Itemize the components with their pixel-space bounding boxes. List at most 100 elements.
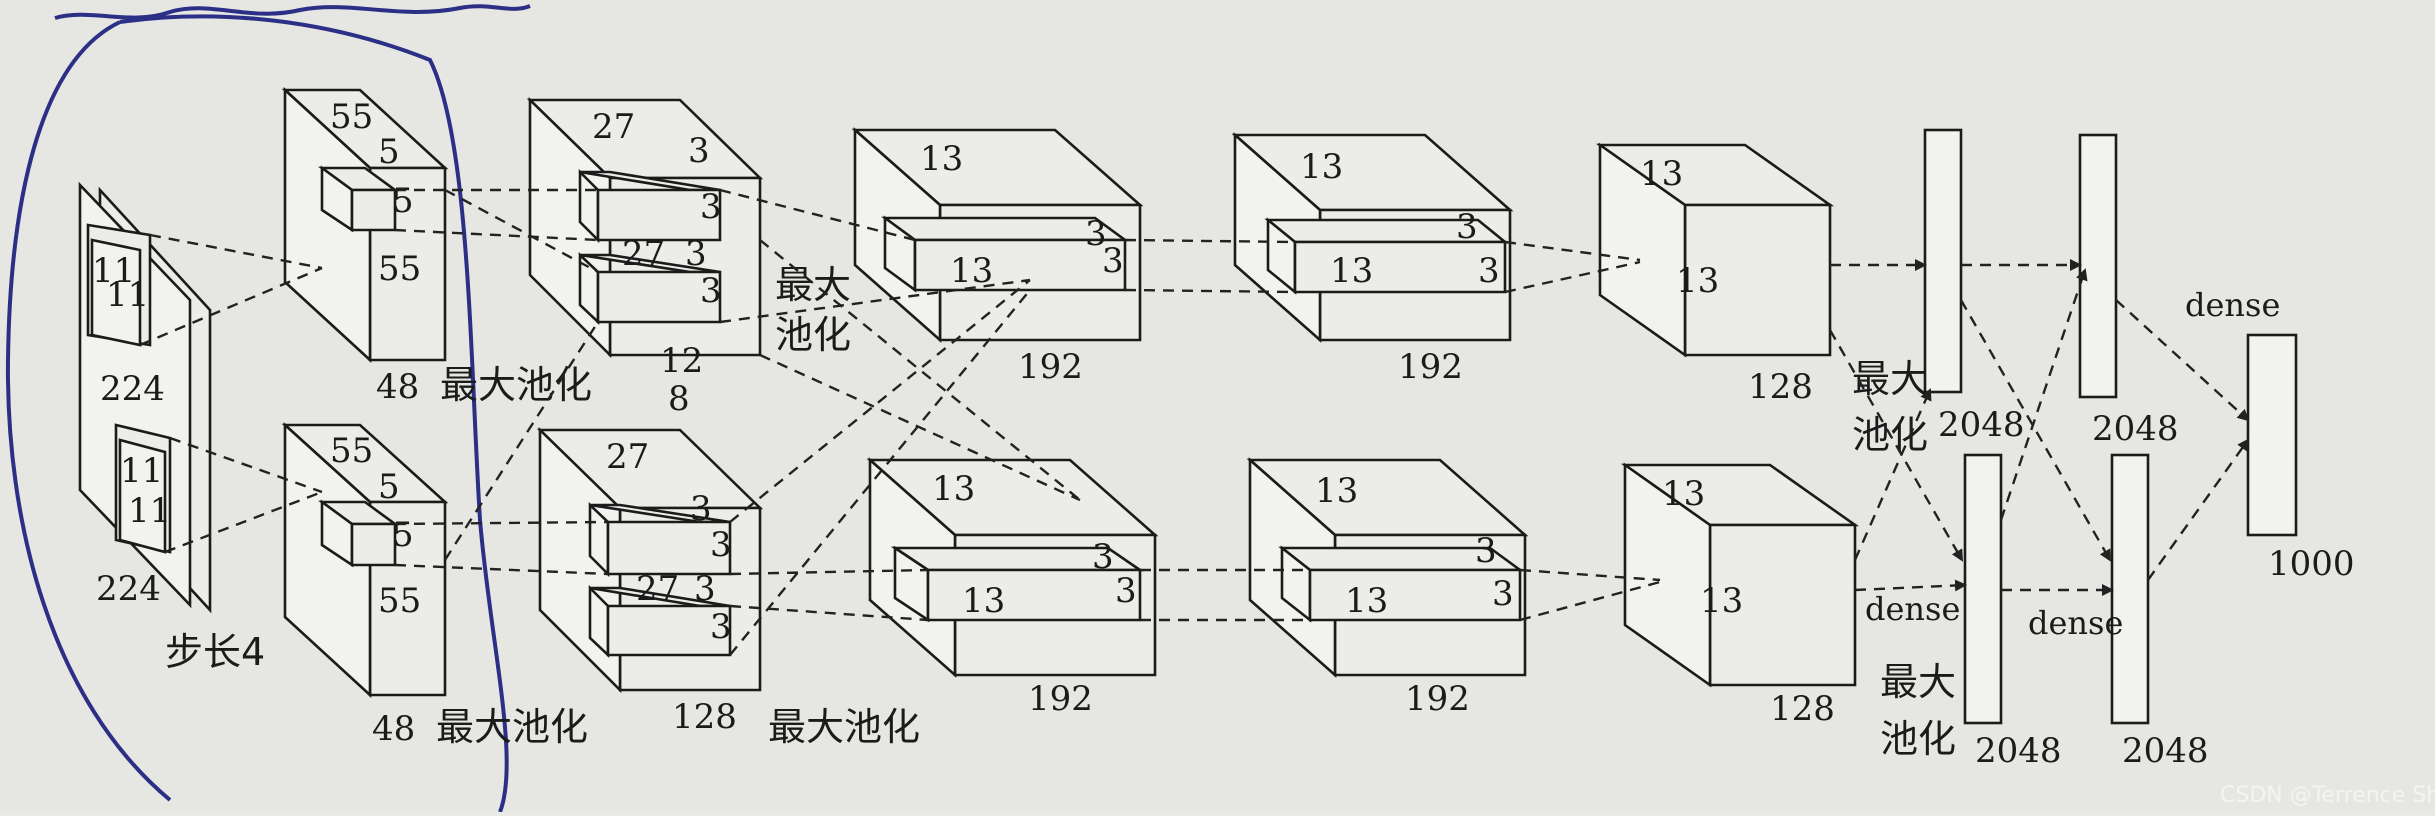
conv2-top-kernel-3: 3 [685, 234, 707, 274]
input-kernel-label-d: 11 [128, 491, 171, 531]
conv1-bottom-width: 55 [330, 431, 373, 471]
conv5-bottom-block [1620, 462, 1860, 688]
conv3-bottom-kernel-1: 3 [1092, 537, 1114, 577]
conv2-top-kernel-1: 3 [688, 131, 710, 171]
conv2-bottom-depth: 128 [672, 697, 737, 737]
fc7-top-to-out-arrow [2115, 299, 2250, 422]
conv4-bottom-width: 13 [1315, 471, 1358, 511]
conv2-top-depth-b: 8 [668, 379, 690, 419]
cross-arrow-2 [1853, 388, 1932, 561]
conv1-top-width: 55 [330, 97, 373, 137]
conv2-bottom-kernel-1: 3 [690, 489, 712, 529]
pen-loop [5, 14, 509, 813]
conv1-bottom-block [281, 422, 449, 698]
conv1-bottom-side: 55 [378, 581, 421, 621]
input-size-bottom: 224 [96, 569, 161, 609]
conv5-top-inner: 13 [1676, 261, 1719, 301]
conv3-to-conv4-lines [1124, 238, 1310, 622]
conv4-bottom-kernel-1: 3 [1475, 531, 1497, 571]
conv5-top-width: 13 [1640, 154, 1683, 194]
fc6-bottom-size: 2048 [1975, 731, 2062, 771]
conv2-bottom-block [536, 426, 764, 694]
conv3-top-kernel-1: 3 [1085, 214, 1107, 254]
conv4-bottom-depth: 192 [1405, 679, 1470, 719]
conv1-bottom-kernel-a: 5 [378, 467, 400, 507]
conv3-top-kernel-2: 3 [1102, 241, 1124, 281]
fc7-top-size: 2048 [2092, 409, 2179, 449]
mid-pool-line1: 最大 [775, 263, 851, 307]
conv4-bottom-inner: 13 [1345, 581, 1388, 621]
fc7-bottom-to-out-arrow [2147, 438, 2250, 581]
conv2-top-width: 27 [592, 107, 635, 147]
conv1-bottom-depth: 48 [372, 709, 415, 749]
conv1-top-kernel-b: 5 [392, 181, 414, 221]
conv1-bottom-kernel-b: 5 [392, 515, 414, 555]
conv1-top-pool: 最大池化 [440, 363, 592, 407]
mid-pool-line2: 池化 [775, 313, 851, 357]
input-kernel-label-b: 11 [106, 275, 149, 315]
cross-arrow-3 [1959, 299, 2112, 562]
conv5-bottom-pool-line2: 池化 [1880, 717, 1956, 761]
conv5-top-block [1595, 142, 1835, 358]
fc7-bottom [2110, 453, 2150, 725]
conv2-top-depth-a: 12 [660, 341, 703, 381]
conv2-bottom-width: 27 [606, 437, 649, 477]
conv5-bottom-inner: 13 [1700, 581, 1743, 621]
conv2-bottom-kernel-3: 3 [694, 569, 716, 609]
conv5-bottom-width: 13 [1662, 474, 1705, 514]
output-size: 1000 [2268, 544, 2355, 584]
fc7-bottom-size: 2048 [2122, 731, 2209, 771]
output-layer [2246, 333, 2298, 537]
dense-label-mid: dense [2028, 604, 2123, 642]
conv2-to-conv3-lines [719, 188, 1081, 656]
conv1-top-side: 55 [378, 249, 421, 289]
fc7-top [2078, 133, 2118, 399]
conv1-top-kernel-a: 5 [378, 132, 400, 172]
conv3-bottom-depth: 192 [1028, 679, 1093, 719]
conv2-top-block [526, 96, 764, 359]
pen-squiggle [54, 4, 531, 20]
conv3-bottom-inner: 13 [962, 581, 1005, 621]
conv3-top-width: 13 [920, 139, 963, 179]
input-kernel-label-a: 11 [92, 251, 135, 291]
conv2-top-kernel-4: 3 [700, 271, 722, 311]
conv3-top-inner: 13 [950, 251, 993, 291]
conv2-bottom-kernel-4: 3 [710, 607, 732, 647]
conv4-top-block [1231, 132, 1514, 343]
conv1-bottom-pool: 最大池化 [436, 705, 588, 749]
fc6-bottom [1963, 453, 2003, 725]
conv2-bottom-kernel-2: 3 [710, 525, 732, 565]
conv4-bottom-kernel-2: 3 [1492, 574, 1514, 614]
conv4-top-inner: 13 [1330, 251, 1373, 291]
cross-arrow-4 [1999, 268, 2088, 521]
conv5-top-depth: 128 [1748, 367, 1813, 407]
cross-arrow-1 [1828, 329, 1964, 562]
watermark: CSDN @Terrence Shen [2220, 783, 2435, 808]
conv3-bottom-width: 13 [932, 469, 975, 509]
conv4-top-kernel-1: 3 [1456, 207, 1478, 247]
input-to-conv1-lines [139, 233, 323, 554]
conv3-bottom-kernel-2: 3 [1115, 571, 1137, 611]
conv3-bottom-block [866, 457, 1159, 678]
input-image [78, 181, 212, 614]
fc6-top [1923, 128, 1963, 394]
dense-label-top: dense [2185, 286, 2280, 324]
conv1-top-depth: 48 [376, 367, 419, 407]
input-kernel-label-c: 11 [120, 451, 163, 491]
conv2-bottom-pool: 最大池化 [768, 705, 920, 749]
conv5-bottom-pool-line1: 最大 [1880, 660, 1956, 704]
conv4-top-depth: 192 [1398, 347, 1463, 387]
conv2-top-mid: 27 [622, 234, 665, 274]
fc6-top-size: 2048 [1938, 405, 2025, 445]
input-size-top: 224 [100, 369, 165, 409]
conv2-top-kernel-2: 3 [700, 187, 722, 227]
dense-label-left: dense [1865, 590, 1960, 628]
conv4-top-width: 13 [1300, 147, 1343, 187]
conv4-top-kernel-2: 3 [1478, 251, 1500, 291]
conv3-top-block [851, 127, 1144, 343]
conv1-to-conv2-lines [394, 188, 609, 576]
conv2-bottom-mid: 27 [636, 569, 679, 609]
conv3-top-depth: 192 [1018, 347, 1083, 387]
